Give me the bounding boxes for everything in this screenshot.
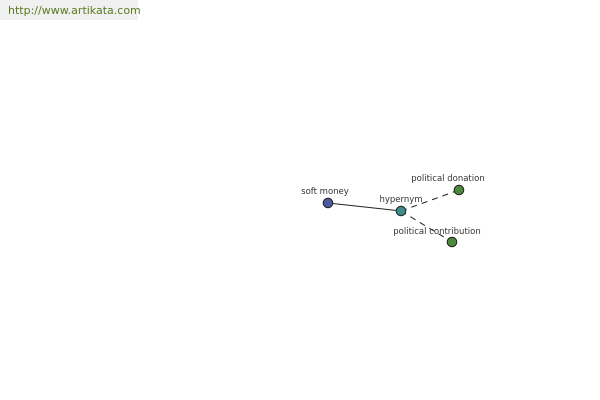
node-political-contribution[interactable] [446, 236, 458, 248]
node-soft-money[interactable] [322, 197, 334, 209]
label-hypernym: hypernym [379, 195, 422, 205]
node-hypernym[interactable] [395, 205, 407, 217]
edge-soft-money-hypernym [327, 202, 402, 212]
label-soft-money: soft money [301, 187, 349, 197]
source-bar: http://www.artikata.com [0, 0, 141, 20]
node-political-donation[interactable] [453, 184, 465, 196]
label-political-contribution: political contribution [393, 227, 480, 237]
source-link[interactable]: http://www.artikata.com [8, 4, 141, 17]
label-political-donation: political donation [411, 174, 484, 184]
edge-hypernym-political-contribution [400, 210, 453, 243]
